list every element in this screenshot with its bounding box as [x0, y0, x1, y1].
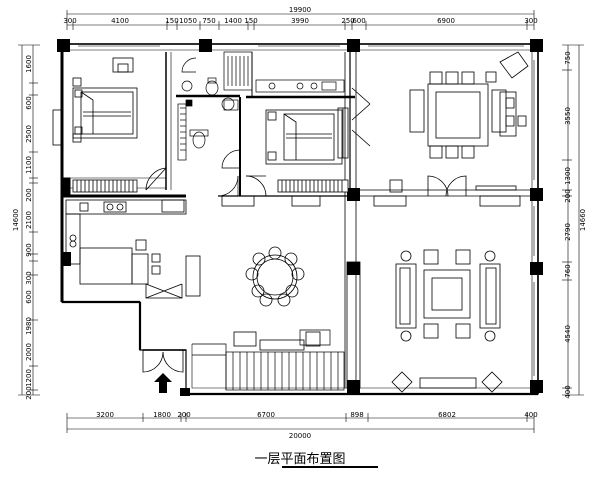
- dim-bottom-total: 20000: [289, 432, 311, 440]
- kitchen: [65, 199, 201, 299]
- dim-right-seg: 760: [564, 264, 572, 277]
- dim-left-seg: 1100: [25, 156, 33, 174]
- utility-area: [255, 79, 345, 93]
- dim-left-seg: 1200: [25, 369, 33, 387]
- dim-left-seg: 600: [25, 96, 33, 109]
- bedroom-2: [245, 87, 371, 197]
- dim-bottom-seg: 6700: [257, 411, 275, 419]
- dim-bottom-seg: 200: [177, 411, 190, 419]
- dim-right-total: 14660: [579, 209, 587, 231]
- dim-top-seg: 1400: [224, 17, 242, 25]
- dim-left-segments: 1600 600 2500 1100 200 2100 900 300 600 …: [25, 55, 33, 400]
- dim-top-seg: 600: [352, 17, 365, 25]
- dim-right-seg: 3550: [564, 107, 572, 125]
- dim-top-seg: 300: [63, 17, 76, 25]
- dim-top-seg: 3990: [291, 17, 309, 25]
- dim-right-segments: 750 3550 1300 200 2790 760 4540 400: [564, 51, 572, 398]
- dim-top-total: 19900: [289, 6, 311, 14]
- bottom-dimensions: [66, 413, 535, 433]
- dim-left-seg: 1980: [25, 317, 33, 335]
- dim-top-seg: 150: [244, 17, 257, 25]
- dim-left-seg: 2500: [25, 125, 33, 143]
- dim-top-seg: 300: [524, 17, 537, 25]
- dim-left-total: 14600: [12, 209, 20, 231]
- dim-left-seg: 1600: [25, 55, 33, 73]
- right-dimensions: [562, 44, 584, 396]
- dim-right-seg: 4540: [564, 325, 572, 343]
- top-dimensions: [66, 10, 535, 30]
- title-underline: [282, 466, 378, 468]
- left-dimensions: [18, 44, 40, 396]
- dim-right-seg: 1300: [564, 167, 572, 185]
- dim-right-seg: 200: [564, 189, 572, 202]
- drawing-title: 一层平面布置图: [254, 452, 346, 467]
- dim-bottom-seg: 3200: [96, 411, 114, 419]
- living-room-lower: [346, 249, 503, 393]
- dim-top-seg: 250: [341, 17, 354, 25]
- dim-left-seg: 200: [25, 386, 33, 399]
- dim-top-seg: 750: [202, 17, 215, 25]
- dim-left-seg: 2000: [25, 343, 33, 361]
- windows: [78, 45, 535, 376]
- entrance: [142, 349, 186, 373]
- staircase: [192, 329, 345, 391]
- dim-bottom-seg: 6802: [438, 411, 456, 419]
- dim-top-seg: 1050: [179, 17, 197, 25]
- dim-left-seg: 300: [25, 271, 33, 284]
- dim-bottom-seg: 898: [350, 411, 363, 419]
- dim-right-seg: 750: [564, 51, 572, 64]
- dim-right-seg: 400: [564, 385, 572, 398]
- dim-left-seg: 900: [25, 243, 33, 256]
- entrance-arrow-icon: [154, 373, 172, 393]
- dim-bottom-segments: 3200 1800 200 6700 898 6802 400: [96, 411, 538, 419]
- bathrooms: [177, 51, 253, 197]
- dim-right-seg: 2790: [564, 223, 572, 241]
- dim-bottom-seg: 400: [524, 411, 537, 419]
- dim-bottom-seg: 1800: [153, 411, 171, 419]
- dim-left-seg: 200: [25, 188, 33, 201]
- dim-left-seg: 600: [25, 290, 33, 303]
- dining-area: [221, 195, 321, 351]
- dim-top-seg: 150: [165, 17, 178, 25]
- dim-left-seg: 2100: [25, 211, 33, 229]
- dim-top-seg: 6900: [437, 17, 455, 25]
- exterior-walls: [60, 43, 539, 396]
- bedroom-1: [52, 57, 167, 193]
- dim-top-segments: 300 4100 150 1050 750 1400 150 3990 250 …: [63, 17, 537, 25]
- dim-top-seg: 4100: [111, 17, 129, 25]
- living-room-upper: [373, 51, 529, 207]
